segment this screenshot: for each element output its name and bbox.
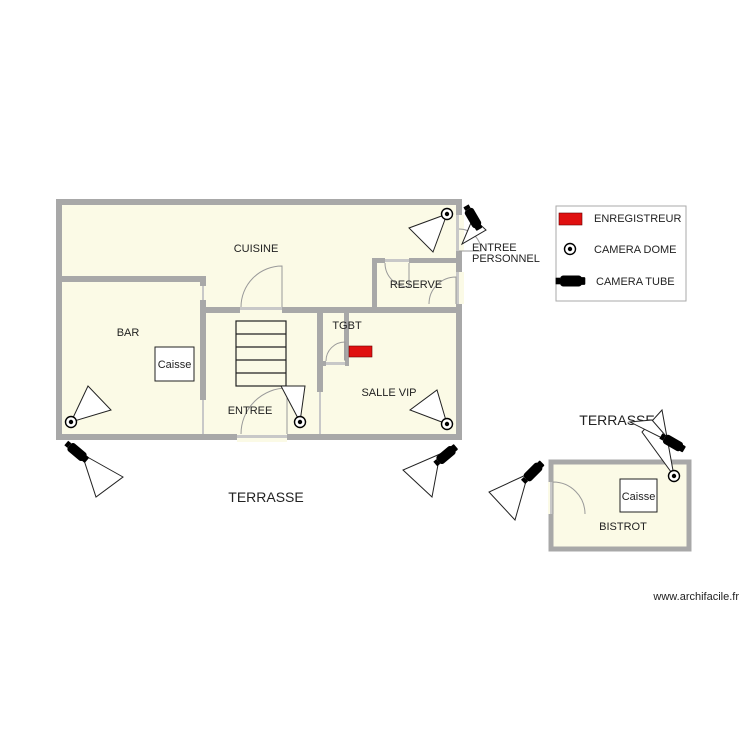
legend-label-dome: CAMERA DOME (594, 244, 677, 256)
tube-camera-icon (519, 459, 546, 486)
dome-camera-icon (64, 415, 78, 429)
dome-camera-icon (667, 469, 681, 483)
caisse-bistrot-counter (619, 478, 658, 513)
dome-camera-icon (440, 417, 454, 431)
stairs (235, 320, 287, 387)
watermark: www.archifacile.fr (652, 591, 739, 603)
legend: ENREGISTREUR CAMERA DOME CAMERA TUBE (555, 205, 687, 302)
dome-camera-icon (563, 242, 577, 256)
recorder-icon (558, 212, 583, 226)
caisse-bar-label: Caisse (158, 359, 192, 371)
dome-camera-icon (440, 207, 454, 221)
room-label-bistrot: BISTROT (599, 521, 647, 533)
entree-personnel-label-line1: ENTREE (472, 242, 517, 254)
room-label-salle-vip: SALLE VIP (361, 387, 416, 399)
room-label-entree: ENTREE (228, 405, 273, 417)
caisse-bar-counter (154, 346, 195, 382)
room-label-cuisine: CUISINE (234, 243, 279, 255)
door-frames (200, 215, 459, 438)
legend-label-tube: CAMERA TUBE (596, 276, 675, 288)
bistrot-door-frame (550, 482, 553, 514)
recorder-icon (348, 345, 373, 358)
tube-camera-icon (63, 439, 91, 465)
camera-view-cones (70, 213, 675, 521)
caisse-bistrot-label: Caisse (622, 491, 656, 503)
room-label-bar: BAR (117, 327, 140, 339)
entree-personnel-label-line2: PERSONNEL (472, 253, 540, 265)
legend-label-recorder: ENREGISTREUR (594, 213, 681, 225)
dome-camera-icon (293, 415, 307, 429)
room-label-reserve: RESERVE (390, 279, 442, 291)
terrasse-main-label: TERRASSE (228, 489, 303, 505)
main-building (56, 199, 462, 440)
bistrot-door-swing (552, 481, 586, 515)
room-label-tgbt: TGBT (332, 320, 362, 332)
